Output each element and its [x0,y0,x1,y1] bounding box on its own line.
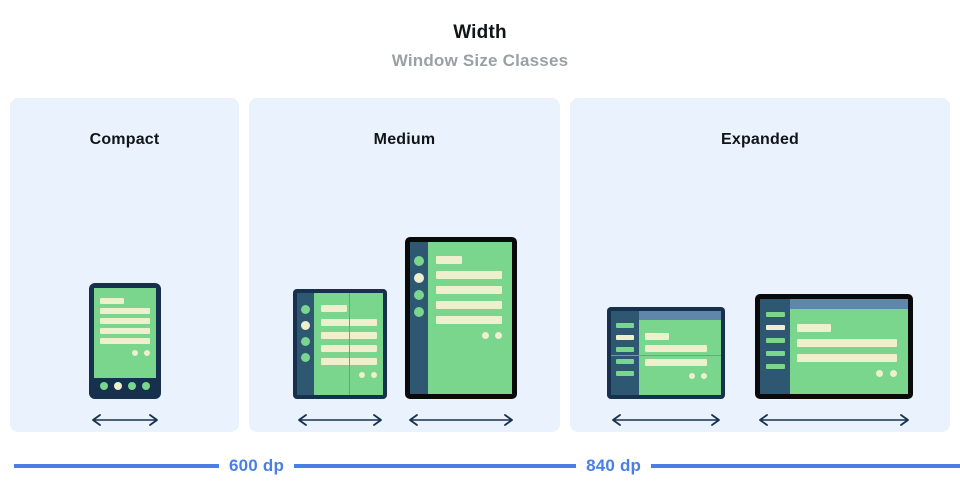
rail-dot [300,337,310,346]
device-column-tablet-portrait [404,237,517,432]
nav-dot [127,382,136,390]
rail-item [616,359,634,364]
width-arrow-icon [295,413,385,432]
breakpoint-label-840: 840 dp [586,456,642,475]
content-bar [645,345,707,352]
content-bar [99,308,150,314]
rail-item-active [766,325,785,330]
page-subtitle: Window Size Classes [391,51,569,70]
device-foldable-portrait [292,289,387,399]
content-dot [370,372,377,378]
scale-line [651,464,960,468]
foldable-portrait-screen [296,293,383,395]
rail-dot [413,256,424,266]
rail-item [766,364,785,369]
page-header: Width Window Size Classes [0,0,960,72]
content-dot [689,373,695,379]
rail-item [766,312,785,317]
device-column-tablet-landscape [755,294,913,432]
rail-item [616,323,634,328]
content-bar [797,354,897,362]
width-arrow-icon [89,413,161,432]
nav-dot [141,382,150,390]
content-dot [701,373,707,379]
rail-dot-active [413,273,424,283]
content-bar [645,359,707,366]
nav-dot [99,382,108,390]
panel-title-compact: Compact [89,131,160,148]
rail-item-active [616,335,634,340]
breakpoint-label-600: 600 dp [229,456,285,475]
foldable-landscape-screen [611,311,721,395]
content-bar [99,318,150,324]
content-bar [797,324,831,332]
device-group-expanded [570,164,950,432]
width-arrow-icon [406,413,516,432]
width-arrow-icon [756,413,912,432]
rail-item [766,351,785,356]
scale-line [14,464,219,468]
device-column-phone [88,283,161,432]
device-column-foldable-landscape [607,307,725,432]
content-bar [797,339,897,347]
device-group-medium [249,164,560,432]
content-bar [320,305,347,312]
content-dot [876,370,883,377]
device-foldable-landscape [607,307,725,399]
content-bar [435,301,502,309]
content-bar [435,316,502,324]
phone-bottom-nav [93,378,156,394]
panel-title-expanded: Expanded [720,131,800,148]
size-class-panels: Compact [10,98,950,432]
device-phone [88,283,161,399]
device-tablet-portrait [404,237,517,399]
fold-crease [611,355,721,356]
app-bar [790,299,908,309]
fold-crease [348,293,350,395]
breakpoint-scale: 600 dp 840 dp [0,452,960,480]
content-bar [645,333,669,340]
panel-expanded: Expanded [570,98,950,432]
content-dot [131,350,138,356]
phone-screen [93,288,156,378]
content-bar [99,338,150,344]
panel-medium: Medium [249,98,560,432]
content-dot [890,370,897,377]
content-dot [358,372,365,378]
page-title: Width [453,22,507,43]
rail-dot-active [300,321,310,330]
device-group-compact [10,164,239,432]
width-arrow-icon [609,413,723,432]
tablet-landscape-screen [760,299,908,394]
content-bar [99,328,150,334]
rail-item [616,371,634,376]
content-dot [481,332,489,339]
rail-dot [413,290,424,300]
content-bar [435,271,502,279]
device-tablet-landscape [755,294,913,399]
device-column-foldable-portrait [292,289,387,432]
rail-item [766,338,785,343]
panel-title-medium: Medium [373,131,436,148]
content-bar [99,298,124,304]
content-dot [143,350,150,356]
content-bar [435,256,462,264]
rail-dot [300,353,310,362]
scale-line [294,464,577,468]
app-bar [639,311,721,320]
rail-item [616,347,634,352]
content-bar [435,286,502,294]
panel-compact: Compact [10,98,239,432]
content-dot [494,332,502,339]
nav-dot-active [113,382,122,390]
rail-dot [300,305,310,314]
tablet-portrait-screen [409,242,512,394]
rail-dot [413,307,424,317]
